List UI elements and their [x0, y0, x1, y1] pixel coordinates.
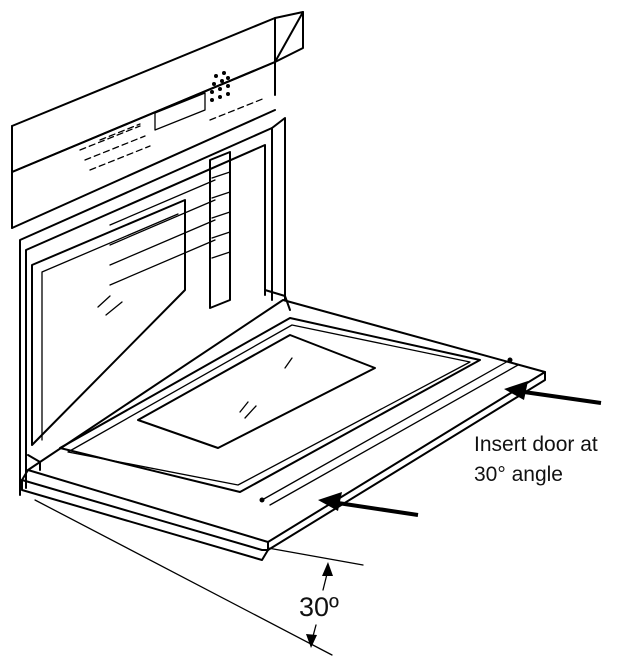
oven-cavity — [19, 117, 286, 496]
angle-indicator — [34, 499, 364, 656]
display-window — [154, 92, 206, 131]
control-markings — [79, 97, 266, 171]
right-hinge — [264, 289, 291, 311]
arrow-lower — [337, 501, 419, 517]
arrow-upper — [523, 390, 602, 405]
angle-label: 30º — [299, 592, 339, 622]
rack-rail — [209, 151, 231, 309]
insert-arrows — [318, 381, 602, 517]
glass-reflection — [239, 357, 293, 419]
arrow-upper-head — [504, 381, 528, 400]
instruction-line-2: 30° angle — [474, 463, 563, 486]
reference-line-door — [267, 547, 364, 566]
instruction-callout: Insert door at 30° angle — [474, 430, 598, 490]
instruction-line-1: Insert door at — [474, 433, 598, 456]
arrow-lower-head — [318, 492, 342, 511]
door-window — [137, 334, 376, 449]
glass-reflection — [97, 295, 123, 316]
oven-door — [21, 289, 546, 561]
control-panel — [11, 11, 304, 229]
left-hinge — [27, 454, 41, 471]
keypad-buttons — [210, 71, 230, 102]
reference-line-horizontal — [34, 499, 333, 656]
